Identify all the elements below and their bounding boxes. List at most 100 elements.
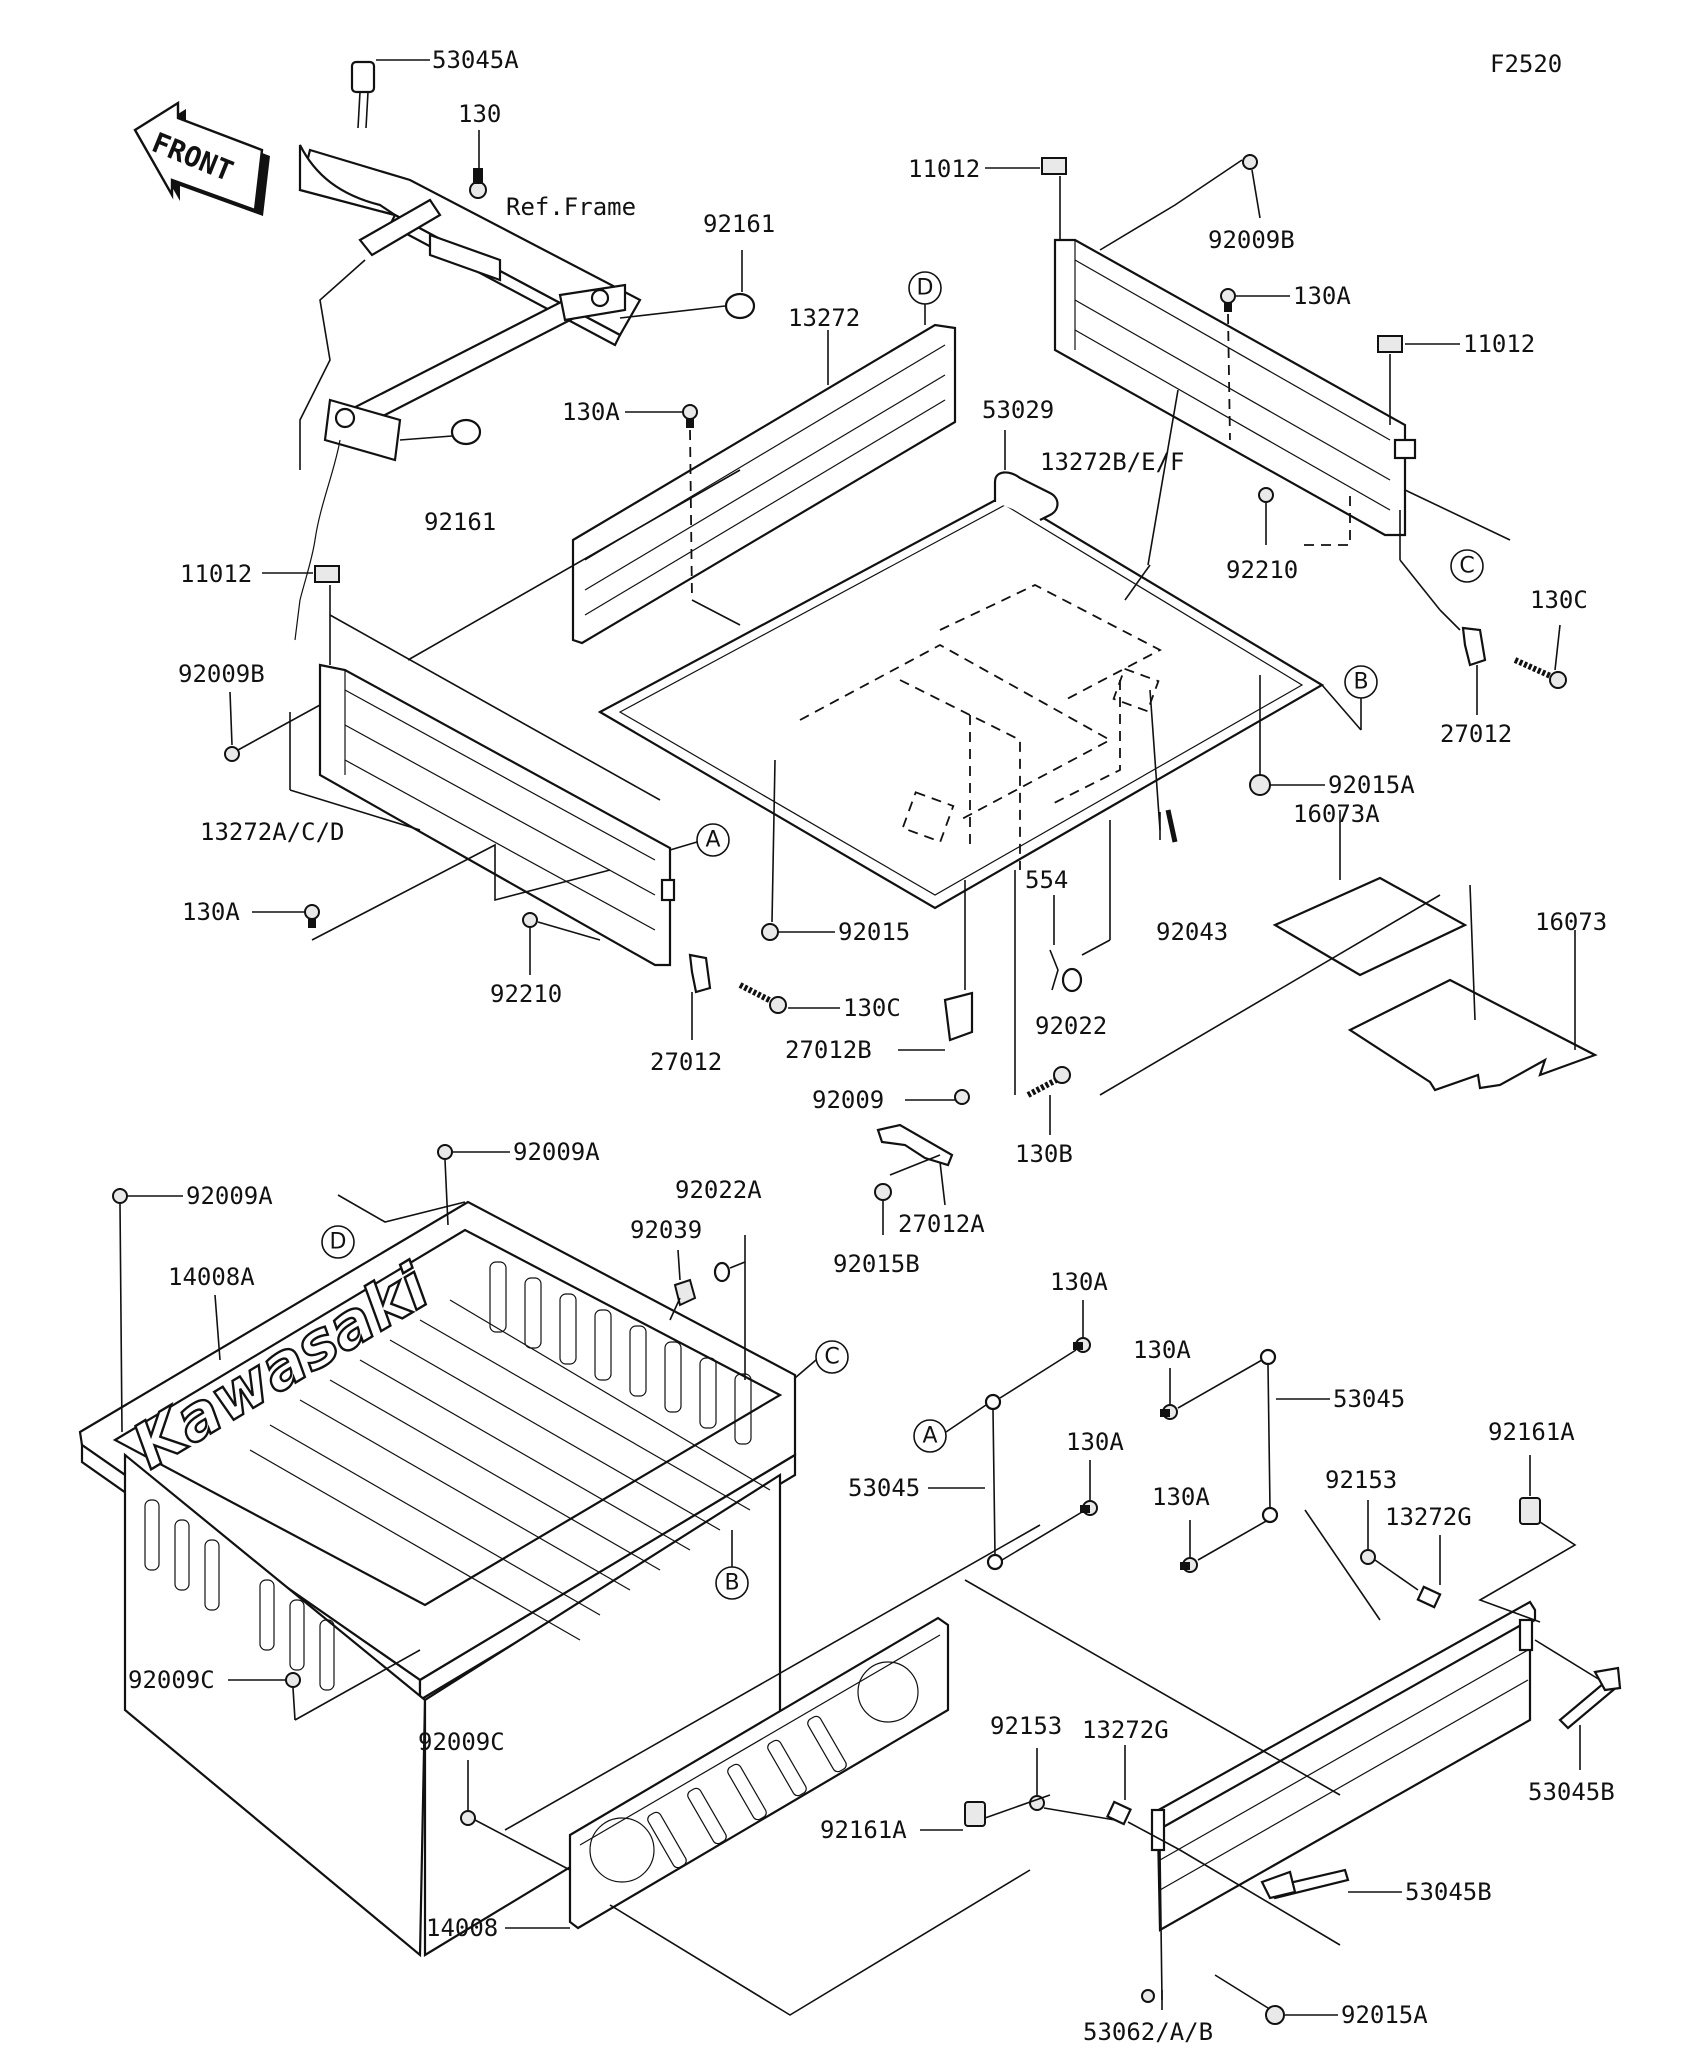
label-92153-a: 92153 bbox=[1325, 1466, 1397, 1494]
ref-B-right: B bbox=[1353, 670, 1368, 695]
bolt-130A-b-icon bbox=[1220, 288, 1236, 312]
label-11012-c: 11012 bbox=[180, 560, 252, 588]
ref-D-bed: D bbox=[330, 1230, 347, 1255]
label-92161A-b: 92161A bbox=[820, 1816, 907, 1844]
bolt-130-icon bbox=[469, 168, 487, 199]
nut-92015-icon bbox=[761, 923, 779, 941]
bolt-92009C-a-icon bbox=[285, 1672, 301, 1688]
label-92210-a: 92210 bbox=[1226, 556, 1298, 584]
cable-53045-b bbox=[1259, 1348, 1279, 1524]
ref-A-cable: A bbox=[922, 1424, 937, 1449]
cable-53045-a bbox=[984, 1393, 1004, 1571]
bolt-92039-icon bbox=[669, 1278, 697, 1321]
label-130A-d: 130A bbox=[1050, 1268, 1108, 1296]
side-panel-13272BEF bbox=[1053, 238, 1417, 537]
bolt-92153-b-icon bbox=[1029, 1795, 1045, 1811]
label-ref-frame: Ref.Frame bbox=[506, 193, 636, 221]
latch-53045B-b-icon bbox=[1260, 1868, 1350, 1900]
clip-554-icon bbox=[1049, 949, 1059, 991]
label-92009B-a: 92009B bbox=[1208, 226, 1295, 254]
label-92210-b: 92210 bbox=[490, 980, 562, 1008]
label-27012A: 27012A bbox=[898, 1210, 985, 1238]
label-130A-b: 130A bbox=[1293, 282, 1351, 310]
bracket-13272G-b-icon bbox=[1106, 1800, 1132, 1826]
label-11012-b: 11012 bbox=[1463, 330, 1535, 358]
pin-53045A-icon bbox=[350, 60, 376, 129]
bolt-92009-icon bbox=[954, 1089, 970, 1105]
bolt-130C-b-icon bbox=[738, 982, 787, 1014]
bolt-92009B-b-icon bbox=[224, 746, 240, 762]
label-92009C-a: 92009C bbox=[128, 1666, 215, 1694]
cap-11012-c-icon bbox=[314, 565, 340, 583]
label-13272: 13272 bbox=[788, 304, 860, 332]
label-92015A-a: 92015A bbox=[1328, 771, 1415, 799]
label-92161-bottom: 92161 bbox=[424, 508, 496, 536]
bolt-92153-a-icon bbox=[1360, 1549, 1376, 1565]
bolt-92009A-b-icon bbox=[112, 1188, 128, 1204]
label-27012B: 27012B bbox=[785, 1036, 872, 1064]
cargo-floor-53029 bbox=[597, 471, 1325, 910]
label-130B: 130B bbox=[1015, 1140, 1073, 1168]
label-53029: 53029 bbox=[982, 396, 1054, 424]
cap-92161-icon bbox=[724, 292, 756, 320]
ref-B-bed: B bbox=[724, 1571, 739, 1596]
bolt-92009C-b-icon bbox=[460, 1810, 476, 1826]
label-14008A: 14008A bbox=[168, 1263, 255, 1291]
label-92009: 92009 bbox=[812, 1086, 884, 1114]
bolt-92009B-a-icon bbox=[1242, 154, 1258, 170]
label-130A-e: 130A bbox=[1066, 1428, 1124, 1456]
ref-A-left: A bbox=[705, 828, 720, 853]
ref-C-bed: C bbox=[824, 1345, 839, 1370]
ref-C-right: C bbox=[1459, 554, 1474, 579]
frame-assembly bbox=[294, 144, 642, 641]
cargo-bed-14008A bbox=[78, 1200, 797, 1958]
label-92022: 92022 bbox=[1035, 1012, 1107, 1040]
label-53045-b: 53045 bbox=[1333, 1385, 1405, 1413]
figure-code: F2520 bbox=[1490, 50, 1562, 78]
label-27012-b: 27012 bbox=[650, 1048, 722, 1076]
bolt-130B-icon bbox=[1026, 1066, 1071, 1098]
bracket-13272G-a-icon bbox=[1416, 1585, 1442, 1609]
label-554: 554 bbox=[1025, 866, 1068, 894]
label-130C-b: 130C bbox=[843, 994, 901, 1022]
mat-16073 bbox=[1347, 978, 1598, 1092]
label-130C-a: 130C bbox=[1530, 586, 1588, 614]
latch-53045B-a-icon bbox=[1558, 1666, 1622, 1730]
nut-92210-b-icon bbox=[522, 912, 538, 928]
tailgate-panel-14008 bbox=[568, 1616, 950, 1930]
label-92161A-a: 92161A bbox=[1488, 1418, 1575, 1446]
label-92009C-b: 92009C bbox=[418, 1728, 505, 1756]
front-arrow-icon: FRONT bbox=[133, 100, 270, 216]
nut-92015A-b-icon bbox=[1265, 2005, 1285, 2025]
bumper-92161A-b-icon bbox=[964, 1801, 986, 1827]
label-130A-g: 130A bbox=[1152, 1483, 1210, 1511]
label-14008: 14008 bbox=[426, 1914, 498, 1942]
bolt-130A-d-icon bbox=[1073, 1337, 1091, 1353]
label-130A-a: 130A bbox=[562, 398, 620, 426]
label-53045B-b: 53045B bbox=[1405, 1878, 1492, 1906]
label-92039: 92039 bbox=[630, 1216, 702, 1244]
cap-11012-b-icon bbox=[1377, 335, 1403, 353]
label-92015A-b: 92015A bbox=[1341, 2001, 1428, 2029]
label-11012-a: 11012 bbox=[908, 155, 980, 183]
label-92161-top: 92161 bbox=[703, 210, 775, 238]
label-53045A: 53045A bbox=[432, 46, 519, 74]
label-130A-f: 130A bbox=[1133, 1336, 1191, 1364]
label-130: 130 bbox=[458, 100, 501, 128]
label-92043: 92043 bbox=[1156, 918, 1228, 946]
cap-92161-b-icon bbox=[450, 418, 482, 446]
label-92009B-b: 92009B bbox=[178, 660, 265, 688]
label-92022A: 92022A bbox=[675, 1176, 762, 1204]
ref-D-top: D bbox=[917, 276, 934, 301]
bolt-130C-a-icon bbox=[1513, 657, 1567, 689]
label-92009A-a: 92009A bbox=[513, 1138, 600, 1166]
label-92153-b: 92153 bbox=[990, 1712, 1062, 1740]
bolt-130A-c-icon bbox=[304, 904, 320, 928]
label-92015: 92015 bbox=[838, 918, 910, 946]
tailgate-frame-53062AB bbox=[1141, 1600, 1537, 2003]
bracket-27012-a-icon bbox=[1461, 626, 1487, 667]
bumper-92161A-a-icon bbox=[1519, 1497, 1541, 1525]
label-92015B: 92015B bbox=[833, 1250, 920, 1278]
label-13272G-b: 13272G bbox=[1082, 1716, 1169, 1744]
